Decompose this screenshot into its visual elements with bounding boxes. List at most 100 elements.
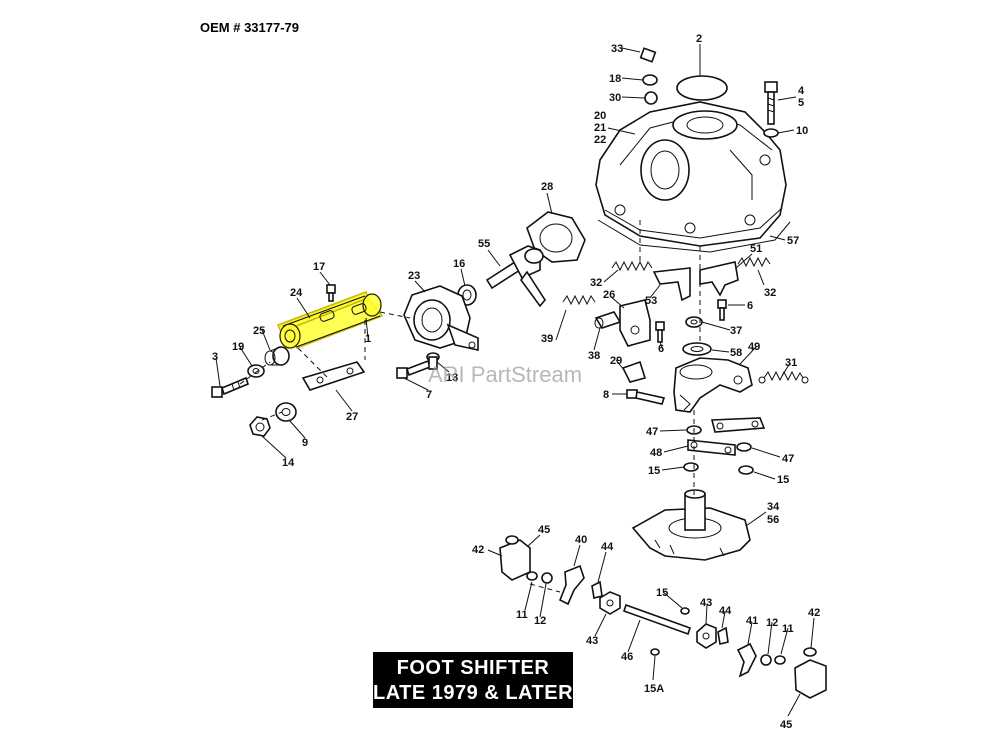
- callout-30[interactable]: 30: [609, 92, 621, 104]
- part-washer-10[interactable]: [763, 128, 779, 138]
- callout-25[interactable]: 25: [253, 325, 265, 337]
- callout-3[interactable]: 3: [212, 351, 218, 363]
- callout-48[interactable]: 48: [650, 447, 662, 459]
- part-nut-43b[interactable]: [696, 623, 717, 649]
- part-shift-lever-55[interactable]: [485, 245, 546, 308]
- callout-42a[interactable]: 42: [472, 544, 484, 556]
- callout-20[interactable]: 20: [594, 110, 606, 122]
- callout-44b[interactable]: 44: [719, 605, 732, 617]
- part-washer-11a[interactable]: [526, 571, 538, 581]
- part-block-45b[interactable]: [794, 647, 827, 699]
- callout-4[interactable]: 4: [798, 85, 805, 97]
- part-bolt-4[interactable]: [764, 81, 778, 125]
- part-clip-44b[interactable]: [717, 626, 729, 645]
- part-clip-47-b[interactable]: [736, 442, 752, 452]
- part-washer-58[interactable]: [682, 342, 712, 356]
- part-block-45a[interactable]: [499, 535, 531, 581]
- part-clip-29[interactable]: [621, 360, 647, 383]
- callout-2[interactable]: 2: [696, 33, 702, 45]
- callout-29[interactable]: 29: [610, 355, 622, 367]
- part-lever-41[interactable]: [736, 642, 757, 678]
- part-washer-19[interactable]: [247, 364, 265, 378]
- part-bolt-8[interactable]: [626, 389, 666, 405]
- callout-33[interactable]: 33: [611, 43, 623, 55]
- callout-6a[interactable]: 6: [747, 300, 753, 312]
- part-24-highlight[interactable]: [277, 291, 384, 349]
- part-link-27[interactable]: [301, 361, 366, 391]
- part-nut-14[interactable]: [249, 416, 271, 437]
- part-lever-40[interactable]: [558, 564, 585, 606]
- part-spring-39[interactable]: [562, 294, 596, 306]
- callout-45b[interactable]: 45: [780, 719, 792, 731]
- callout-23[interactable]: 23: [408, 270, 420, 282]
- callout-45a[interactable]: 45: [538, 524, 550, 536]
- part-nut-43a[interactable]: [599, 591, 621, 615]
- callout-27[interactable]: 27: [346, 411, 358, 423]
- callout-24[interactable]: 24: [290, 287, 303, 299]
- callout-15b[interactable]: 15: [777, 474, 789, 486]
- part-gasket-57[interactable]: [597, 219, 791, 253]
- part-bolt-7[interactable]: [396, 359, 432, 379]
- callout-37[interactable]: 37: [730, 325, 742, 337]
- callout-32b[interactable]: 32: [764, 287, 776, 299]
- part-bushing-25[interactable]: [264, 346, 290, 366]
- callout-43a[interactable]: 43: [586, 635, 598, 647]
- callout-41[interactable]: 41: [746, 615, 758, 627]
- callout-12a[interactable]: 12: [534, 615, 546, 627]
- callout-8[interactable]: 8: [603, 389, 609, 401]
- callout-31[interactable]: 31: [785, 357, 797, 369]
- part-fitting-17[interactable]: [326, 284, 336, 302]
- callout-1[interactable]: 1: [365, 333, 371, 345]
- part-housing[interactable]: [595, 101, 787, 247]
- callout-46[interactable]: 46: [621, 651, 633, 663]
- callout-21[interactable]: 21: [594, 122, 606, 134]
- part-washer-12a[interactable]: [541, 572, 553, 584]
- part-shift-arm-49[interactable]: [673, 357, 753, 413]
- part-washer-9[interactable]: [275, 402, 297, 422]
- callout-53[interactable]: 53: [645, 295, 657, 307]
- callout-11a[interactable]: 11: [516, 609, 528, 621]
- callout-58[interactable]: 58: [730, 347, 742, 359]
- part-small-stack-33-18-30[interactable]: [639, 47, 658, 105]
- callout-11b[interactable]: 11: [782, 623, 794, 635]
- callout-44a[interactable]: 44: [601, 541, 614, 553]
- part-bolt-3[interactable]: [211, 376, 249, 398]
- callout-16[interactable]: 16: [453, 258, 465, 270]
- part-clip-15c[interactable]: [680, 607, 690, 615]
- callout-15a[interactable]: 15: [648, 465, 660, 477]
- callout-14[interactable]: 14: [282, 457, 295, 469]
- callout-57[interactable]: 57: [787, 235, 799, 247]
- callout-13[interactable]: 13: [446, 372, 458, 384]
- callout-38[interactable]: 38: [588, 350, 600, 362]
- callout-56[interactable]: 56: [767, 514, 779, 526]
- callout-15A[interactable]: 15A: [644, 683, 664, 695]
- callout-55[interactable]: 55: [478, 238, 490, 250]
- part-bolt-6b[interactable]: [655, 321, 665, 343]
- callout-47b[interactable]: 47: [782, 453, 794, 465]
- callout-15c[interactable]: 15: [656, 587, 668, 599]
- callout-17[interactable]: 17: [313, 261, 325, 273]
- callout-28[interactable]: 28: [541, 181, 553, 193]
- part-housing-23[interactable]: [403, 285, 479, 351]
- part-clip-15-a[interactable]: [683, 462, 699, 472]
- callout-51[interactable]: 51: [750, 243, 762, 255]
- callout-49[interactable]: 49: [748, 341, 760, 353]
- callout-22[interactable]: 22: [594, 134, 606, 146]
- callout-40[interactable]: 40: [575, 534, 587, 546]
- part-bolt-6a[interactable]: [717, 299, 727, 321]
- part-cap-2[interactable]: [676, 75, 728, 101]
- part-clip-15A[interactable]: [650, 648, 660, 656]
- part-pin-13[interactable]: [426, 352, 440, 370]
- callout-42b[interactable]: 42: [808, 607, 820, 619]
- part-pin-38[interactable]: [594, 311, 622, 329]
- callout-9[interactable]: 9: [302, 437, 308, 449]
- callout-39[interactable]: 39: [541, 333, 553, 345]
- part-rod-46[interactable]: [622, 603, 692, 636]
- part-shift-plate-51[interactable]: [652, 261, 739, 302]
- callout-19[interactable]: 19: [232, 341, 244, 353]
- part-link-48[interactable]: [687, 439, 736, 456]
- callout-7[interactable]: 7: [426, 389, 432, 401]
- part-link-47[interactable]: [710, 417, 766, 433]
- part-washer-11b[interactable]: [774, 655, 786, 665]
- callout-6b[interactable]: 6: [658, 343, 664, 355]
